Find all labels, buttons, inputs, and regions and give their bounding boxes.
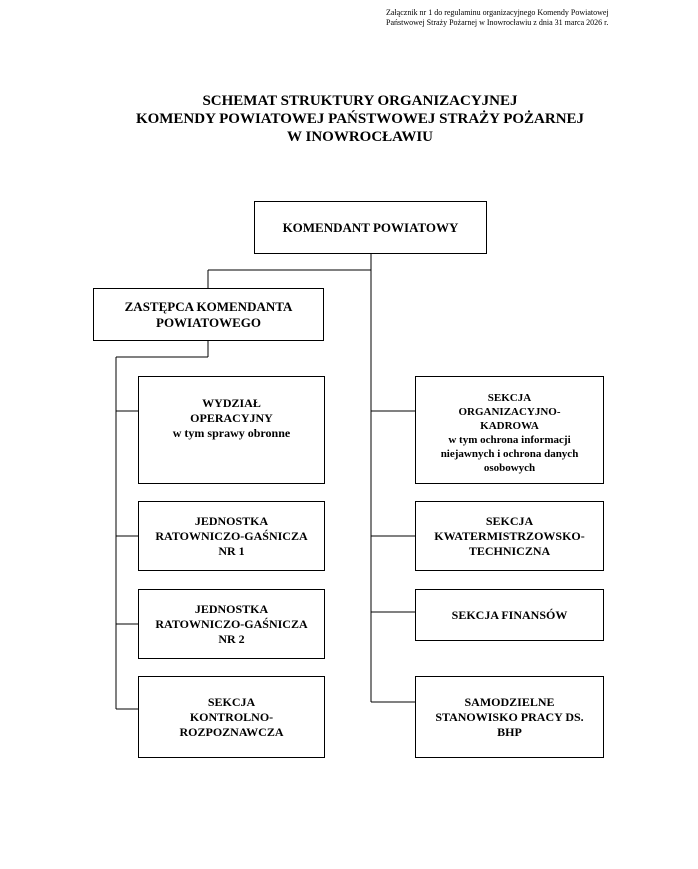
box-label: NR 2	[218, 631, 245, 646]
box-label: ROZPOZNAWCZA	[179, 724, 284, 739]
box-label: BHP	[497, 724, 522, 739]
box-jrg-nr-2: JEDNOSTKA RATOWNICZO-GAŚNICZA NR 2	[138, 589, 325, 659]
box-label: ORGANIZACYJNO-	[458, 406, 561, 418]
box-sekcja-kontrolno-rozpoznawcza: SEKCJA KONTROLNO- ROZPOZNAWCZA	[138, 676, 325, 758]
box-sekcja-organizacyjno-kadrowa: SEKCJA ORGANIZACYJNO- KADROWA w tym ochr…	[415, 376, 604, 484]
box-label: JEDNOSTKA	[194, 513, 269, 528]
box-sekcja-kwatermistrzowsko-techniczna: SEKCJA KWATERMISTRZOWSKO- TECHNICZNA	[415, 501, 604, 571]
box-label: JEDNOSTKA	[194, 601, 269, 616]
box-label: SEKCJA FINANSÓW	[451, 607, 568, 622]
box-sekcja-finansow: SEKCJA FINANSÓW	[415, 589, 604, 641]
box-jrg-nr-1: JEDNOSTKA RATOWNICZO-GAŚNICZA NR 1	[138, 501, 325, 571]
title-line-1: SCHEMAT STRUKTURY ORGANIZACYJNEJ	[202, 93, 518, 109]
box-label: niejawnych i ochrona danych	[440, 448, 579, 460]
box-zastepca-komendanta: ZASTĘPCA KOMENDANTA POWIATOWEGO	[93, 288, 324, 341]
box-label: RATOWNICZO-GAŚNICZA	[155, 528, 308, 543]
box-komendant-powiatowy: KOMENDANT POWIATOWY	[254, 201, 487, 254]
attachment-note-line-1: Załącznik nr 1 do regulaminu organizacyj…	[386, 8, 609, 17]
box-label: SEKCJA	[207, 694, 256, 709]
box-label: SEKCJA	[487, 392, 532, 404]
document-title: SCHEMAT STRUKTURY ORGANIZACYJNEJ KOMENDY…	[60, 92, 660, 146]
box-stanowisko-bhp: SAMODZIELNE STANOWISKO PRACY DS. BHP	[415, 676, 604, 758]
box-label: RATOWNICZO-GAŚNICZA	[155, 616, 308, 631]
box-label: SAMODZIELNE	[464, 694, 555, 709]
box-label: ZASTĘPCA KOMENDANTA	[124, 298, 293, 314]
title-line-3: W INOWROCŁAWIU	[287, 129, 433, 145]
box-label: STANOWISKO PRACY DS.	[435, 709, 584, 724]
box-label: KONTROLNO-	[189, 709, 274, 724]
box-label: SEKCJA	[485, 513, 534, 528]
box-label: osobowych	[483, 462, 536, 474]
attachment-note-line-2: Państwowej Straży Pożarnej w Inowrocławi…	[386, 18, 609, 27]
box-label: w tym ochrona informacji	[448, 434, 571, 446]
box-label: TECHNICZNA	[468, 543, 551, 558]
box-label: w tym sprawy obronne	[172, 426, 291, 440]
box-label: KWATERMISTRZOWSKO-	[434, 528, 585, 543]
box-label: WYDZIAŁ	[202, 396, 261, 410]
box-wydzial-operacyjny: WYDZIAŁ OPERACYJNY w tym sprawy obronne	[138, 376, 325, 484]
attachment-note: Załącznik nr 1 do regulaminu organizacyj…	[386, 8, 666, 28]
box-label: POWIATOWEGO	[156, 314, 261, 330]
box-label: OPERACYJNY	[190, 411, 273, 425]
box-label: KADROWA	[480, 420, 539, 432]
box-label: NR 1	[218, 543, 245, 558]
title-line-2: KOMENDY POWIATOWEJ PAŃSTWOWEJ STRAŻY POŻ…	[135, 111, 585, 127]
box-label: KOMENDANT POWIATOWY	[282, 219, 459, 235]
